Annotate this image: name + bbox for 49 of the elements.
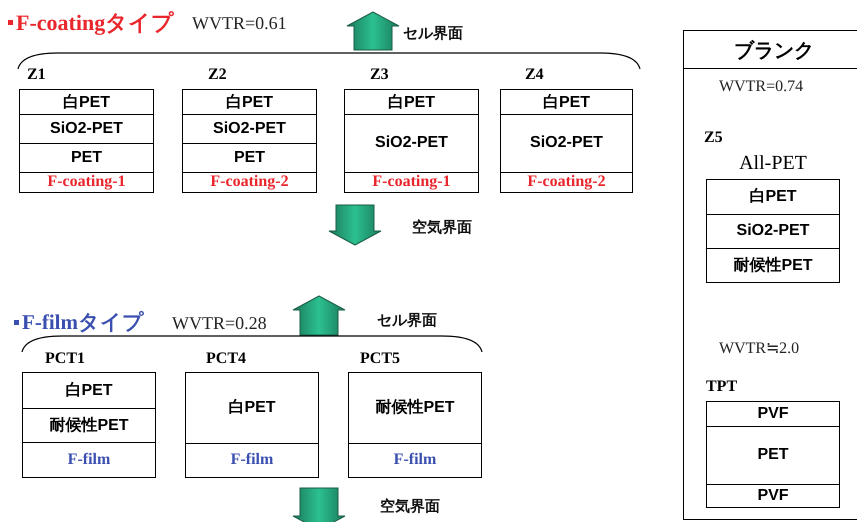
film-layer: 白PET: [183, 90, 316, 114]
film-layer: SiO2-PET: [501, 114, 632, 172]
stack-label: All-PET: [738, 152, 808, 175]
film-layer: PET: [707, 426, 839, 484]
film-layer: 耐候性PET: [23, 408, 155, 442]
film-layer: 耐候性PET: [349, 373, 481, 443]
film-layer: PET: [20, 142, 153, 172]
section-title: F-filmタイプ: [22, 309, 144, 336]
panel-title: ブランク: [734, 38, 814, 64]
film-layer: F-film: [23, 442, 155, 477]
film-layer: F-coating-1: [20, 172, 153, 192]
stack-label: Z2: [208, 66, 227, 84]
film-layer: 白PET: [707, 180, 839, 214]
film-layer: F-coating-2: [183, 172, 316, 192]
film-layer: PET: [183, 142, 316, 172]
interface-label: セル界面: [403, 24, 463, 43]
stack-label: Z4: [525, 66, 544, 84]
stack-label: PCT5: [360, 350, 400, 368]
film-layer: F-coating-2: [501, 172, 632, 192]
film-layer: 白PET: [186, 373, 318, 443]
film-layer: 耐候性PET: [707, 248, 839, 282]
film-layer: SiO2-PET: [345, 114, 478, 172]
interface-label: 空気界面: [380, 497, 440, 516]
interface-label: セル界面: [377, 311, 437, 330]
section-title: F-coatingタイプ: [16, 9, 174, 37]
film-layer: 白PET: [501, 90, 632, 114]
film-layer: 白PET: [20, 90, 153, 114]
wvtr-value: WVTR=0.61: [192, 13, 287, 34]
film-layer: SiO2-PET: [20, 114, 153, 143]
film-layer: 白PET: [23, 373, 155, 408]
panel: [683, 30, 857, 520]
film-layer: PVF: [707, 484, 839, 507]
film-layer: F-film: [349, 442, 481, 477]
wvtr-value: WVTR=0.74: [719, 78, 804, 96]
film-layer: PVF: [707, 402, 839, 426]
film-layer: F-film: [186, 442, 318, 477]
stack-label: PCT1: [45, 350, 85, 368]
film-layer: 白PET: [345, 90, 478, 114]
stack-label: Z1: [27, 66, 46, 84]
interface-label: 空気界面: [412, 218, 472, 237]
stack-label: Z5: [704, 129, 723, 147]
stack-label: PCT4: [206, 350, 246, 368]
film-layer: SiO2-PET: [183, 114, 316, 143]
wvtr-value: WVTR=0.28: [172, 313, 267, 334]
stack-label: Z3: [370, 66, 389, 84]
wvtr-value: WVTR≒2.0: [719, 339, 800, 358]
film-layer: SiO2-PET: [707, 214, 839, 248]
stack-label: TPT: [706, 378, 738, 396]
film-layer: F-coating-1: [345, 172, 478, 192]
